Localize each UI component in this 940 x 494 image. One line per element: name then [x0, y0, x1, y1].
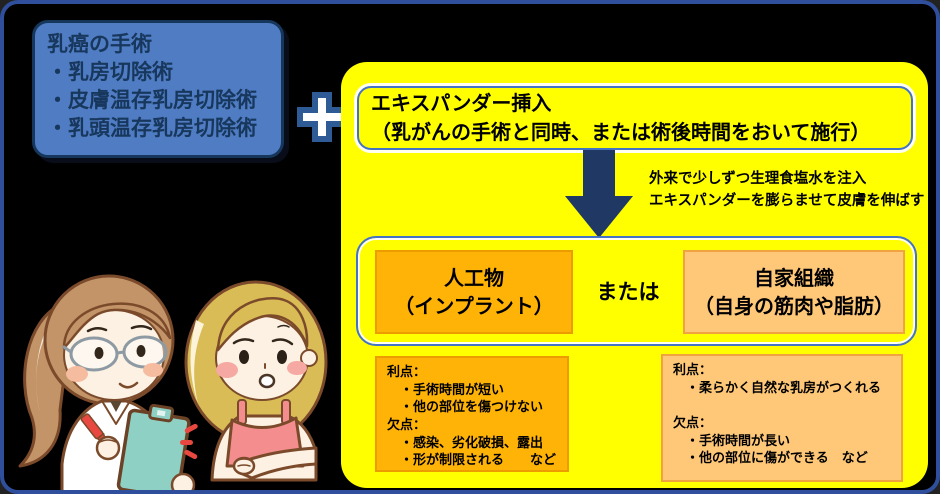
expander-insertion-box: エキスパンダー挿入 （乳がんの手術と同時、または術後時間をおいて施行）	[357, 86, 913, 150]
option-autologous: 自家組織 （自身の筋肉や脂肪）	[683, 250, 905, 334]
clipboard-icon	[116, 403, 191, 490]
glasses-icon	[62, 335, 168, 372]
doctor-patient-illustration	[4, 252, 344, 490]
plus-icon	[294, 89, 350, 145]
emphasis-marks-icon	[180, 423, 198, 460]
reconstruction-panel: エキスパンダー挿入 （乳がんの手術と同時、または術後時間をおいて施行） 外来で少…	[341, 62, 928, 488]
down-arrow-icon	[555, 150, 645, 240]
patient-figure	[180, 280, 328, 482]
expander-insertion-text: エキスパンダー挿入 （乳がんの手術と同時、または術後時間をおいて施行）	[371, 91, 871, 144]
doctor-figure	[18, 274, 196, 490]
autologous-pros-cons: 利点： ・柔らかく自然な乳房がつくれる 欠点： ・手術時間が長い ・他の部位に傷…	[661, 354, 903, 482]
implant-pros-cons: 利点： ・手術時間が短い ・他の部位を傷つけない 欠点： ・感染、劣化破損、露出…	[375, 356, 569, 472]
saline-injection-note: 外来で少しずつ生理食塩水を注入 エキスパンダーを膨らませて皮膚を伸ばす	[649, 171, 925, 210]
option-autologous-label: 自家組織 （自身の筋肉や脂肪）	[694, 266, 894, 318]
surgery-list-text: 乳癌の手術 ・乳房切除術 ・皮膚温存乳房切除術 ・乳頭温存乳房切除術	[47, 32, 257, 140]
reconstruction-options-box: 人工物 （インプラント） または 自家組織 （自身の筋肉や脂肪）	[356, 236, 917, 346]
option-implant: 人工物 （インプラント）	[375, 250, 573, 334]
option-implant-label: 人工物 （インプラント）	[394, 266, 554, 318]
breast-cancer-surgery-box: 乳癌の手術 ・乳房切除術 ・皮膚温存乳房切除術 ・乳頭温存乳房切除術	[32, 20, 284, 158]
or-label: または	[596, 280, 660, 304]
